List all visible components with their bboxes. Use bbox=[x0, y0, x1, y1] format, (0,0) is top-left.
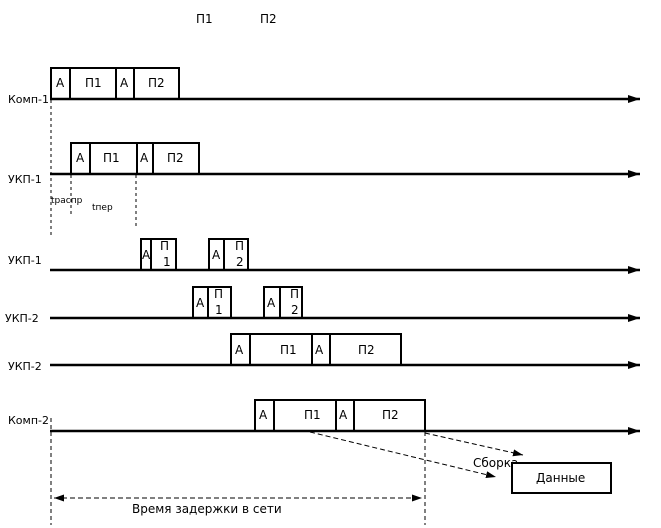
row-label-ukp2: УКП-2 bbox=[8, 360, 42, 373]
cell-a: А bbox=[315, 343, 324, 357]
cell-p1: П1 bbox=[304, 408, 321, 422]
row-label-ukp1-fragments: УКП-1 bbox=[8, 254, 42, 267]
header-label-p2: П2 bbox=[260, 12, 277, 26]
cell-p2: П2 bbox=[358, 343, 375, 357]
cell-a: А bbox=[267, 296, 276, 310]
cell-a: А bbox=[196, 296, 205, 310]
assembly-label: Сборка bbox=[473, 456, 518, 470]
cell-p2: П2 bbox=[167, 151, 184, 165]
row-label-ukp1: УКП-1 bbox=[8, 173, 42, 186]
cell-a: А bbox=[142, 248, 151, 262]
cell-a: А bbox=[259, 408, 268, 422]
cell-p2: П2 bbox=[382, 408, 399, 422]
cell-p-letter: П bbox=[160, 239, 169, 253]
assembly-arrow-1 bbox=[309, 431, 497, 479]
cell-p-letter: П bbox=[214, 287, 223, 301]
cell-a: А bbox=[140, 151, 149, 165]
data-label: Данные bbox=[536, 471, 585, 485]
cell-p-letter: П bbox=[290, 287, 299, 301]
cell-p1: П1 bbox=[85, 76, 102, 90]
cell-a: А bbox=[120, 76, 129, 90]
fragment-box bbox=[192, 286, 232, 318]
row-label-comp2: Комп-2 bbox=[8, 414, 49, 427]
delay-label: Время задержки в сети bbox=[132, 502, 282, 516]
header-label-p1: П1 bbox=[196, 12, 213, 26]
cell-num: 2 bbox=[291, 303, 299, 317]
frame-box bbox=[230, 333, 402, 365]
t-transmission-label: tпер bbox=[92, 203, 113, 213]
cell-num: 1 bbox=[163, 255, 171, 269]
row-label-ukp2-fragments: УКП-2 bbox=[5, 312, 39, 325]
assembly-arrow-2 bbox=[424, 432, 524, 457]
cell-a: А bbox=[339, 408, 348, 422]
row-label-comp1: Комп-1 bbox=[8, 93, 49, 106]
cell-num: 1 bbox=[215, 303, 223, 317]
data-box bbox=[511, 462, 612, 494]
cell-a: А bbox=[76, 151, 85, 165]
cell-a: А bbox=[212, 248, 221, 262]
t-propagation-label: tраспр bbox=[51, 196, 83, 206]
cell-p1: П1 bbox=[103, 151, 120, 165]
cell-p2: П2 bbox=[148, 76, 165, 90]
cell-p1: П1 bbox=[280, 343, 297, 357]
fragment-box bbox=[263, 286, 303, 318]
frame-box bbox=[70, 142, 200, 174]
cell-p-letter: П bbox=[235, 239, 244, 253]
cell-a: А bbox=[235, 343, 244, 357]
fragment-box bbox=[208, 238, 249, 270]
fragment-box bbox=[140, 238, 177, 270]
cell-num: 2 bbox=[236, 255, 244, 269]
frame-box bbox=[254, 399, 426, 431]
cell-a: А bbox=[56, 76, 65, 90]
